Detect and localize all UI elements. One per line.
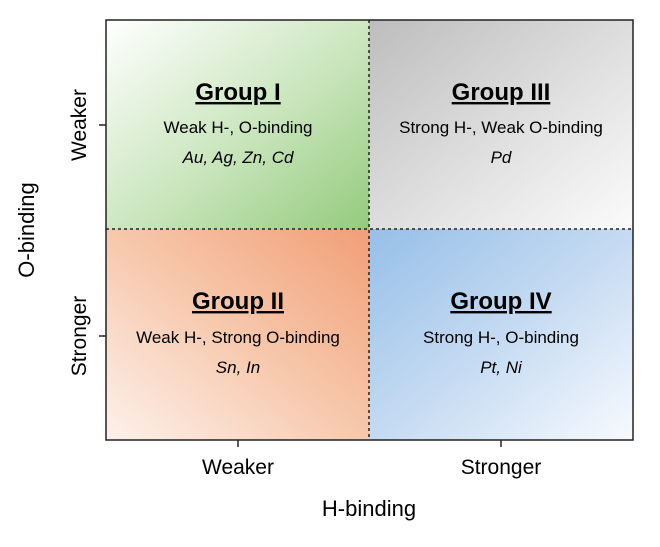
- group-4-description: Strong H-, O-binding: [423, 328, 579, 347]
- quadrant-2-background: [106, 229, 369, 440]
- group-1-description: Weak H-, O-binding: [164, 118, 313, 137]
- x-tick-label-weaker: Weaker: [202, 456, 274, 479]
- group-1-title: Group I: [195, 79, 280, 106]
- group-3-description: Strong H-, Weak O-binding: [399, 118, 603, 137]
- y-tick-label-stronger: Stronger: [68, 296, 91, 377]
- group-2-description: Weak H-, Strong O-binding: [136, 328, 340, 347]
- group-1-elements: Au, Ag, Zn, Cd: [182, 148, 294, 167]
- x-axis-label: H-binding: [322, 496, 416, 521]
- quadrant-3-background: [369, 20, 633, 229]
- y-tick-label-weaker: Weaker: [68, 89, 91, 161]
- group-4-elements: Pt, Ni: [480, 358, 523, 377]
- y-axis-label: O-binding: [14, 182, 39, 277]
- group-2-title: Group II: [192, 288, 284, 315]
- group-2-elements: Sn, In: [216, 358, 260, 377]
- quadrant-4-background: [369, 229, 633, 440]
- quadrant-1-background: [106, 20, 369, 229]
- group-3-title: Group III: [452, 79, 551, 106]
- group-3-elements: Pd: [491, 148, 512, 167]
- group-4-title: Group IV: [450, 288, 551, 315]
- x-tick-label-stronger: Stronger: [461, 456, 542, 479]
